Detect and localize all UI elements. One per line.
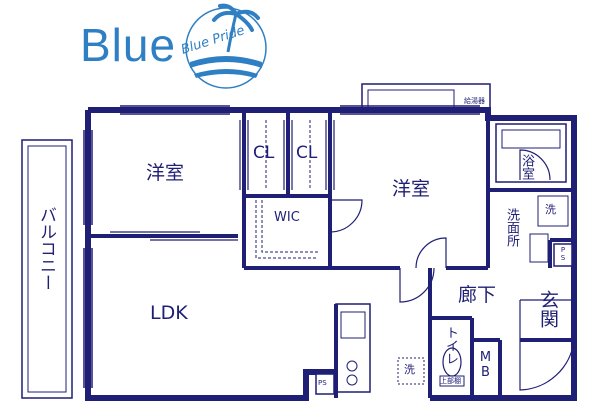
bathtub [495,123,567,183]
kitchen-sink [340,311,366,339]
washer-space [537,195,569,227]
room-toilet: トイレ [443,326,458,365]
room-mb: MB [478,350,493,380]
room-bath: 浴室 [519,154,534,180]
ps-label-right: PS [559,246,567,262]
room-washroom: 洗面所 [504,208,519,247]
wash-sink [529,233,549,263]
stove-burner-1 [346,360,358,372]
ps-label-left: PS [318,379,327,387]
room-western-right: 洋室 [392,178,431,200]
sliding-doors [110,120,335,241]
room-wic: WIC [274,210,300,225]
fridge-space [397,357,425,385]
ps-box-left [315,373,335,395]
upper-cabinet-label: 上部棚 [440,377,461,385]
door-swings [329,149,575,391]
toilet-tank [439,375,465,387]
ps-box-right [553,243,573,267]
balcony-outline [21,139,73,399]
room-hallway: 廊下 [458,284,497,306]
water-heater-label: 給湯器 [464,97,485,105]
room-balcony: バルコニー [36,206,56,291]
window-marks [83,105,480,388]
room-entrance: 玄関 [537,290,559,328]
washer-mark: 洗 [545,203,556,216]
room-closet-right: CL [296,143,318,163]
kitchen-counter [335,303,371,393]
interior-walls [88,110,574,398]
room-closet-left: CL [253,143,275,163]
balcony-inner [27,145,67,393]
logo-emblem-icon [185,3,267,89]
logo-text: Blue [80,19,177,71]
closet-rods [255,120,318,259]
room-western-left: 洋室 [146,162,185,184]
fridge-mark: 洗 [404,363,415,376]
stove-burner-2 [346,374,358,386]
bathtub-rim [501,129,561,149]
room-ldk: LDK [150,302,188,324]
